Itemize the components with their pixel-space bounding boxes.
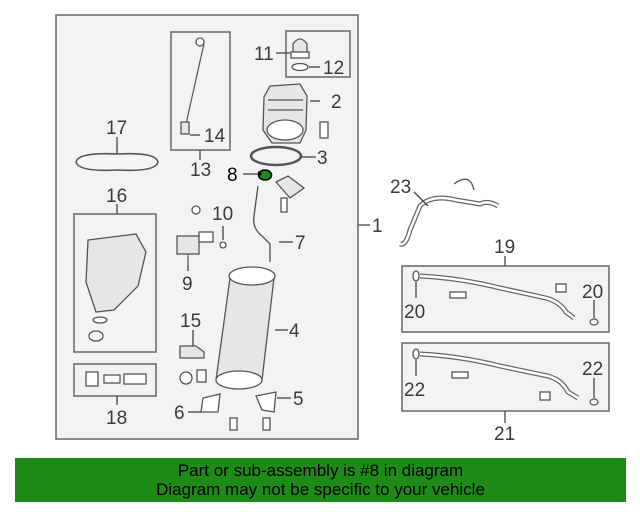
banner-line-1: Part or sub-assembly is #8 in diagram (177, 461, 464, 480)
pickup-filter-part (274, 175, 306, 213)
info-banner: Part or sub-assembly is #8 in diagram Di… (15, 458, 626, 502)
pump-housing-part (262, 83, 329, 144)
callout-23: 23 (390, 177, 411, 198)
callout-4: 4 (289, 321, 300, 342)
callout-19: 19 (494, 237, 515, 258)
gasket-ring-part (249, 145, 303, 167)
banner-line-2: Diagram may not be specific to your vehi… (156, 480, 485, 499)
callout-9: 9 (182, 274, 193, 295)
leader-lines (116, 52, 595, 423)
callout-11: 11 (254, 44, 274, 65)
callout-22-left: 22 (404, 380, 425, 401)
callout-1: 1 (372, 216, 383, 237)
callout-21: 21 (494, 424, 515, 445)
callout-14: 14 (204, 126, 226, 147)
cap-part (290, 38, 310, 72)
dipstick-part (180, 37, 205, 135)
callout-8: 8 (227, 165, 238, 186)
cylinder-part (215, 266, 276, 390)
callout-13: 13 (190, 160, 211, 181)
callout-6: 6 (174, 403, 185, 424)
canister-part (85, 233, 147, 342)
callout-10: 10 (212, 204, 233, 225)
callout-18: 18 (106, 408, 127, 429)
callout-7: 7 (295, 233, 306, 254)
bracket-parts (179, 369, 277, 431)
callout-20-right: 20 (582, 282, 603, 303)
fitting-part (85, 371, 147, 387)
strap-part (75, 152, 159, 172)
callout-20-left: 20 (404, 302, 425, 323)
callout-5: 5 (293, 389, 304, 410)
callout-3: 3 (317, 148, 328, 169)
callout-22-right: 22 (582, 359, 603, 380)
callout-12: 12 (323, 58, 344, 79)
callout-17: 17 (106, 118, 127, 139)
callout-2: 2 (331, 92, 342, 113)
callout-16: 16 (106, 186, 127, 207)
valve-part (176, 205, 227, 265)
callout-15: 15 (180, 311, 201, 332)
